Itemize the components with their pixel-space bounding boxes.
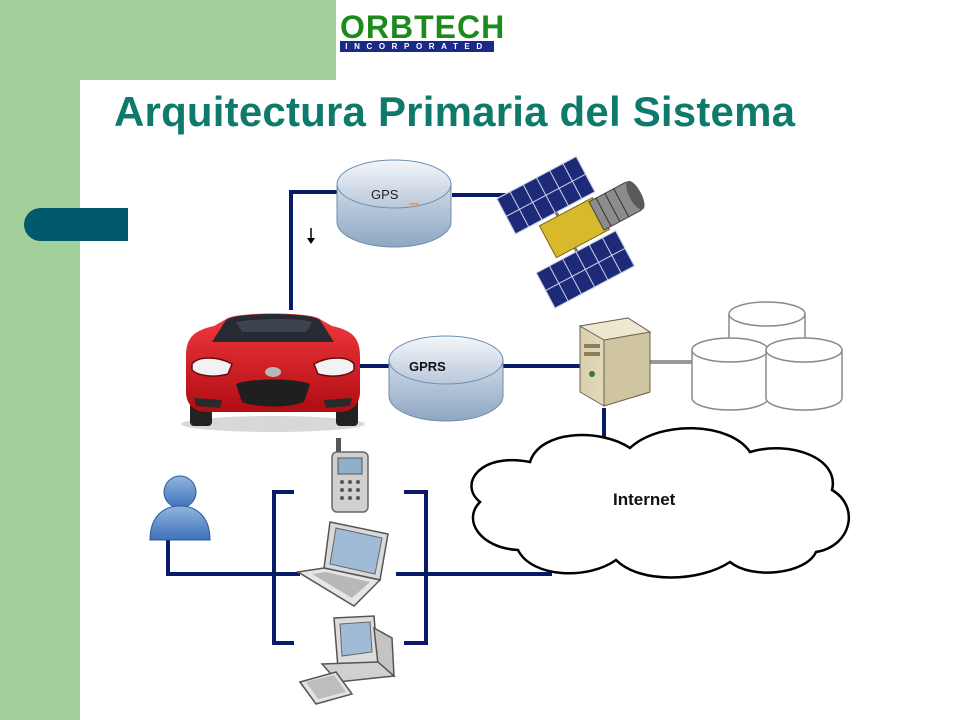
gprs-node bbox=[388, 335, 504, 422]
device-bracket-right bbox=[404, 490, 428, 645]
top-green-band bbox=[80, 0, 336, 80]
logo-subtitle-bar: INCORPORATED bbox=[340, 41, 494, 52]
gps-indicator bbox=[409, 203, 419, 205]
user-icon bbox=[149, 475, 211, 541]
accent-tab bbox=[24, 208, 128, 241]
desktop-computer-icon bbox=[298, 615, 396, 705]
car-to-gps-link bbox=[289, 190, 340, 310]
connection-lines bbox=[166, 190, 606, 645]
internet-cloud bbox=[470, 426, 850, 579]
down-arrow-icon bbox=[307, 228, 315, 244]
mobile-phone-icon bbox=[331, 438, 369, 513]
internet-label: Internet bbox=[613, 490, 676, 509]
person-to-devices-link bbox=[166, 536, 300, 576]
page-title: Arquitectura Primaria del Sistema bbox=[114, 88, 796, 135]
gps-node bbox=[336, 159, 452, 248]
gps-label: GPS bbox=[371, 187, 399, 202]
logo-wordmark: ORBTECH bbox=[340, 9, 506, 45]
gprs-label: GPRS bbox=[409, 359, 446, 374]
satellite-icon bbox=[495, 155, 645, 310]
laptop-icon bbox=[295, 521, 389, 607]
left-green-band bbox=[0, 0, 80, 720]
database-icon bbox=[691, 301, 843, 411]
device-bracket-left bbox=[272, 490, 294, 645]
server-icon bbox=[578, 317, 652, 407]
car-icon bbox=[181, 313, 365, 432]
